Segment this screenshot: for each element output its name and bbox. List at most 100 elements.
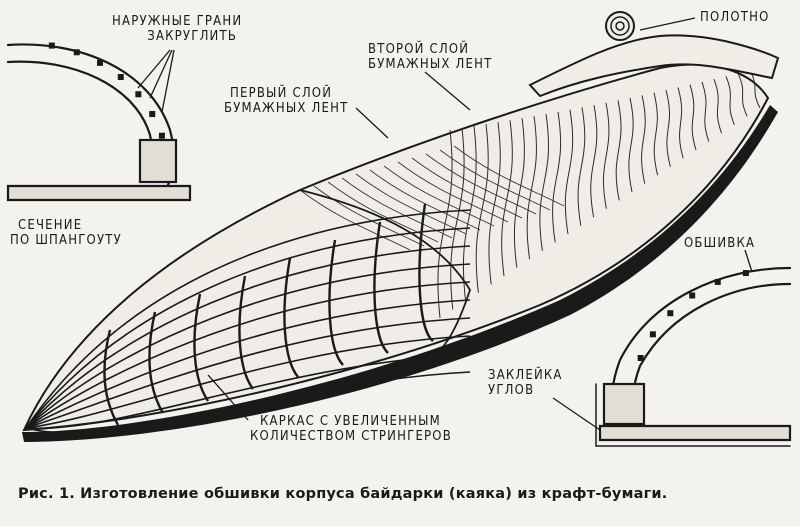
paper-strip [513, 118, 525, 268]
rib [283, 257, 299, 378]
paper-strip [475, 124, 489, 293]
stringer [25, 299, 471, 429]
first-layer-strip [341, 177, 453, 239]
paper-strip [653, 92, 659, 176]
paper-strip [603, 102, 610, 209]
section-base-beam [6, 184, 192, 202]
stringer [25, 335, 471, 429]
paper-strip [577, 107, 586, 226]
paper-strip [615, 100, 622, 201]
stringer [25, 245, 471, 429]
frame-ribs [103, 203, 434, 426]
stringer [25, 209, 471, 429]
paper-strip [539, 114, 549, 251]
paper-strip [628, 97, 634, 193]
leader-lines [137, 17, 753, 431]
section-stringer-notch [158, 132, 165, 139]
section-stringer-notch [649, 331, 656, 338]
paper-strip [488, 122, 501, 285]
paper-strip [590, 105, 598, 218]
roll-inner [615, 21, 625, 31]
roll-outer [605, 11, 635, 41]
frame-paper-seam [299, 189, 471, 351]
paper-strip [665, 89, 671, 167]
section-stringer-notch [73, 49, 80, 56]
paper-strip [713, 78, 723, 134]
roll-mid [610, 16, 630, 36]
rib [328, 239, 344, 366]
cloth-roll [528, 11, 780, 98]
label-corner-taping: ЗАКЛЕЙКА УГЛОВ [488, 368, 563, 398]
section-stringer-notch [48, 42, 55, 49]
rib [193, 293, 209, 402]
section-knee-block [602, 382, 646, 426]
section-stringer-notch [135, 91, 142, 98]
paper-strip [701, 81, 710, 142]
section-stringer-notch [117, 73, 124, 80]
first-layer-strip [369, 169, 481, 231]
figure-caption: Рис. 1. Изготовление обшивки корпуса бай… [18, 486, 668, 502]
section-knee-block [138, 138, 178, 184]
section-stringer-notch [714, 278, 721, 285]
stringer [25, 263, 471, 429]
first-layer-strip [397, 161, 509, 223]
section-stringer-notch [637, 355, 644, 362]
section-stringer-notch [149, 111, 156, 118]
rib [373, 221, 389, 354]
section-stringer-notch [667, 310, 674, 317]
leader-line [355, 107, 389, 139]
section-stringer-notch [742, 270, 749, 277]
paper-strip [641, 95, 646, 184]
kayak-hull [22, 63, 778, 442]
section-base-beam [598, 424, 792, 442]
paper-strip [526, 116, 537, 260]
stringer [25, 227, 471, 429]
label-section: СЕЧЕНИЕ ПО ШПАНГОУТУ [10, 218, 122, 248]
paper-strip [501, 120, 513, 277]
frame-cross-section-right [595, 266, 792, 447]
paper-strip [689, 84, 697, 151]
stringer [25, 371, 471, 434]
frame-stringers [25, 209, 471, 434]
rib [148, 311, 165, 414]
label-outer-faces: НАРУЖНЫЕ ГРАНИ ЗАКРУГЛИТЬ [112, 14, 243, 44]
section-inner-arc [631, 282, 792, 428]
first-layer-strip [439, 149, 551, 211]
cloth-strip [528, 34, 780, 98]
first-layer-strip [383, 165, 495, 227]
paper-layer-strips [437, 70, 761, 319]
paper-strip [552, 111, 562, 243]
first-layer-strip [453, 145, 565, 207]
leader-line [149, 49, 173, 99]
section-inner-arc [6, 60, 154, 184]
section-stringer-notch [689, 292, 696, 299]
first-layer-strip [327, 181, 439, 243]
paper-strip [737, 73, 748, 117]
label-skin: ОБШИВКА [684, 236, 756, 251]
leader-line [744, 249, 753, 273]
stringer [25, 353, 471, 430]
paper-strip [725, 76, 735, 125]
leader-line [137, 49, 171, 89]
leader-line [552, 397, 601, 431]
paper-strip [564, 109, 574, 235]
rib [418, 203, 434, 342]
label-first-layer: ПЕРВЫЙ СЛОЙ БУМАЖНЫХ ЛЕНТ [224, 86, 349, 116]
paper-strip [677, 87, 684, 159]
leader-line [207, 374, 249, 421]
corner-tape [595, 383, 791, 447]
first-layer-strip [355, 173, 467, 235]
leader-line [161, 49, 175, 113]
label-cloth: ПОЛОТНО [700, 10, 770, 25]
section-stringer-notch [97, 59, 104, 66]
stringer [25, 281, 471, 429]
rib [103, 329, 120, 426]
label-frame: КАРКАС С УВЕЛИЧЕННЫМ КОЛИЧЕСТВОМ СТРИНГЕ… [250, 414, 452, 444]
hull-shadow [22, 105, 778, 442]
paper-strip [462, 126, 477, 302]
leader-line [639, 17, 696, 31]
first-layer-strip [313, 185, 425, 247]
rib [238, 275, 254, 390]
